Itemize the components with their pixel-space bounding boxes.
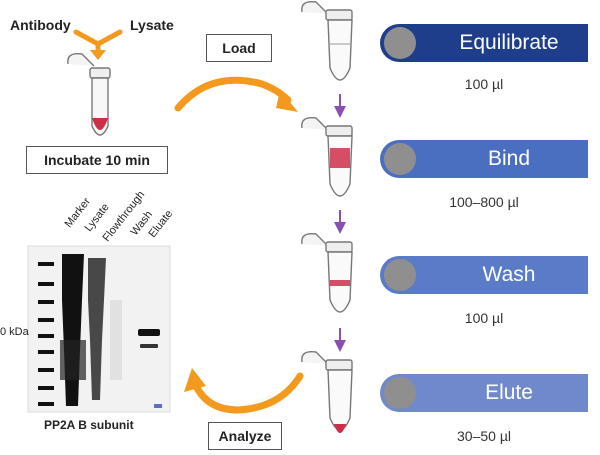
step-circle-icon bbox=[384, 377, 416, 409]
antibody-label: Antibody bbox=[10, 17, 71, 33]
lysate-label: Lysate bbox=[130, 17, 174, 33]
incubate-label: Incubate 10 min bbox=[26, 146, 168, 174]
load-arrow bbox=[174, 76, 298, 112]
step-volume: 100 µl bbox=[464, 310, 504, 326]
step-volume: 100 µl bbox=[464, 76, 504, 92]
step-circle-icon bbox=[384, 27, 416, 59]
merge-arrow bbox=[73, 29, 123, 60]
step-bind: Bind bbox=[380, 140, 588, 178]
step-equilibrate: Equilibrate bbox=[380, 24, 588, 62]
step-elute: Elute bbox=[380, 374, 588, 412]
analyze-arrow bbox=[184, 368, 304, 414]
kda-marker-label: 0 kDa bbox=[0, 326, 29, 338]
western-blot-image bbox=[27, 245, 171, 413]
tube-4-icon bbox=[301, 351, 353, 433]
analyze-label: Analyze bbox=[208, 422, 282, 450]
step-circle-icon bbox=[384, 259, 416, 291]
tube-3-icon bbox=[301, 233, 353, 313]
step-label: Bind bbox=[487, 147, 531, 170]
step-label: Wash bbox=[482, 263, 536, 286]
load-label: Load bbox=[206, 34, 272, 62]
incubation-tube-icon bbox=[67, 53, 111, 136]
gel-caption: PP2A B subunit bbox=[44, 418, 134, 432]
step-volume: 30–50 µl bbox=[457, 428, 511, 444]
step-label: Equilibrate bbox=[459, 31, 559, 54]
step-label: Elute bbox=[485, 381, 533, 404]
step-volume: 100–800 µl bbox=[449, 194, 519, 210]
tube-1-icon bbox=[301, 1, 353, 81]
tube-2-icon bbox=[301, 117, 353, 197]
step-wash: Wash bbox=[380, 256, 588, 294]
step-circle-icon bbox=[384, 143, 416, 175]
